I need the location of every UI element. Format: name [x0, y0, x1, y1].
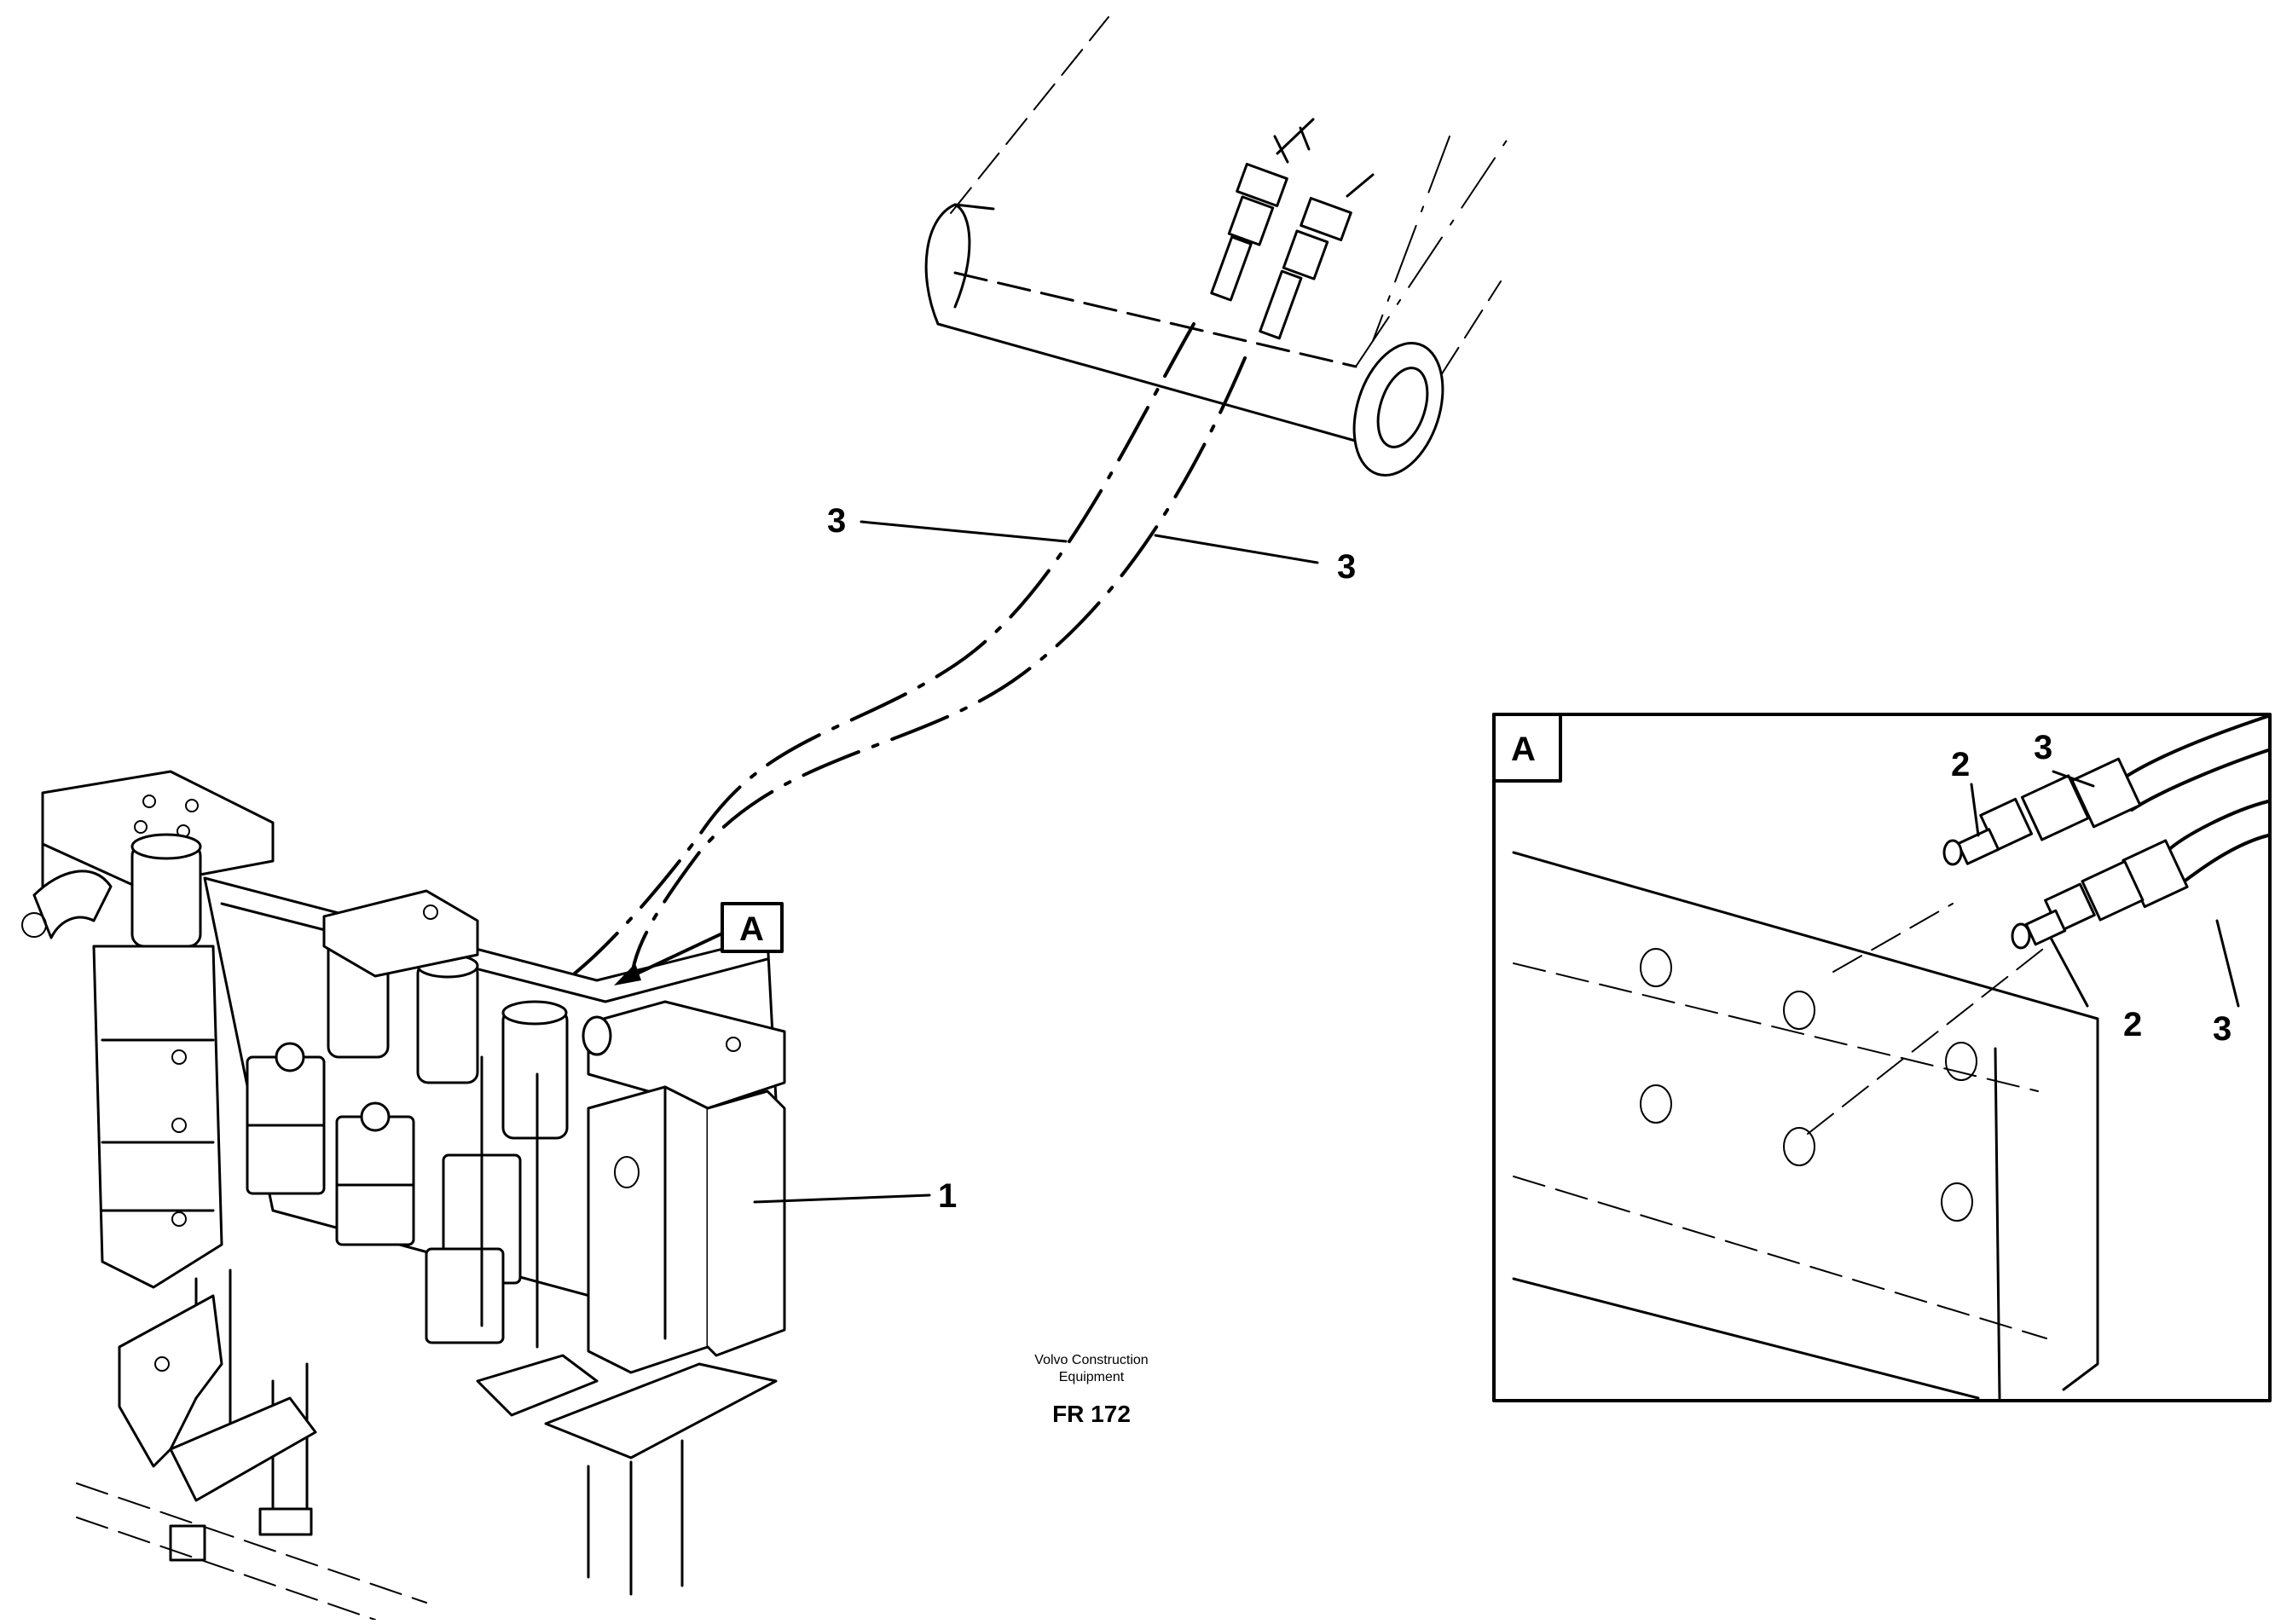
boom-cylinder [924, 16, 1510, 477]
leader-hose-left [860, 520, 1068, 543]
company-name-line2: Equipment [1059, 1370, 1125, 1384]
company-name-line1: Volvo Construction [1034, 1353, 1148, 1367]
hydraulic-hoses [535, 322, 1247, 999]
detail-frame [1492, 713, 2272, 1402]
cylinder-fittings [1210, 118, 1375, 340]
callout-hose-right: 3 [1337, 548, 1356, 586]
leader-hose-right [1154, 534, 1319, 564]
detail-callout-hose-upper: 3 [2034, 729, 2052, 766]
leader-valve-block [753, 1193, 931, 1204]
detail-view-a: A [1492, 713, 2272, 1402]
view-marker-a: A [614, 902, 784, 985]
detail-frame-label: A [1511, 731, 1536, 768]
detail-callout-nipple-lower: 2 [2123, 1006, 2142, 1043]
detail-callout-hose-lower: 3 [2213, 1010, 2232, 1048]
callout-valve-block: 1 [938, 1177, 957, 1215]
valve-block-assembly [21, 770, 786, 1621]
detail-callout-nipple-upper: 2 [1951, 746, 1970, 783]
callout-hose-left: 3 [827, 502, 846, 540]
view-marker-a-label: A [739, 910, 764, 948]
figure-code: FR 172 [1052, 1401, 1131, 1427]
